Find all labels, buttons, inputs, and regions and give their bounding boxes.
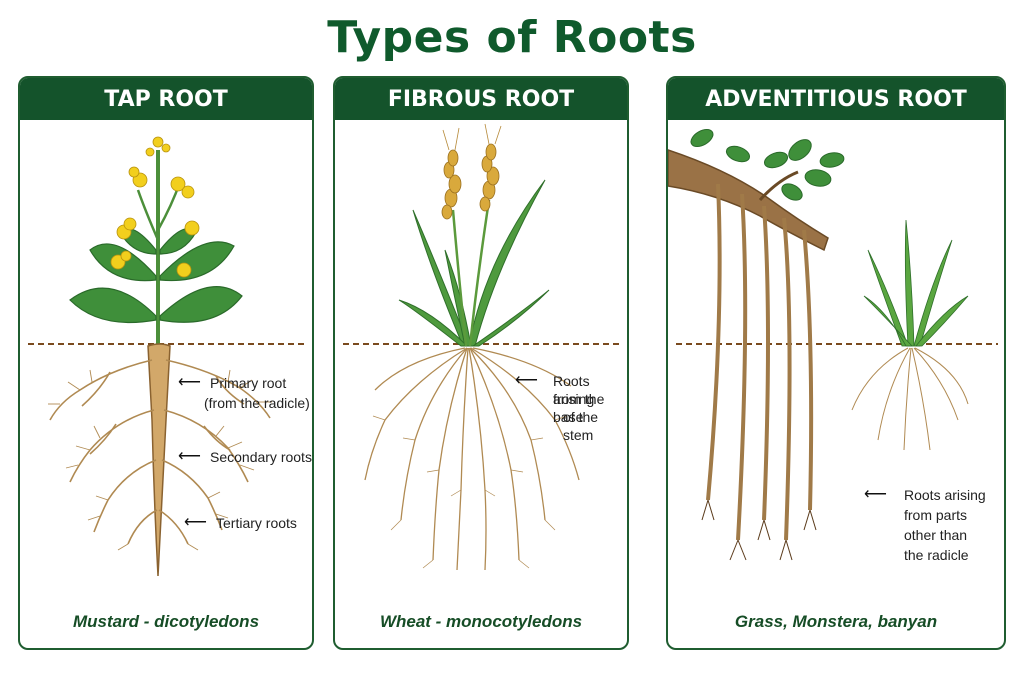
tertiary-roots (48, 369, 272, 551)
page-title: Types of Roots (327, 12, 697, 63)
label-roots-arising: Roots arising (553, 373, 595, 407)
grass-roots (851, 347, 969, 451)
arrow-icon: ⟵ (515, 372, 538, 389)
arrow-icon: ⟵ (178, 374, 201, 391)
label-the-radicle: the radicle (904, 547, 969, 563)
arrow-icon: ⟵ (178, 448, 201, 465)
label-other-than: other than (904, 527, 968, 543)
adventitious-root-panel: ADVENTITIOUS ROOT (666, 76, 1006, 650)
label-primary-root: Primary root (210, 375, 287, 391)
grass-blades (863, 219, 969, 347)
wheat-ears (441, 143, 500, 220)
prop-roots (706, 183, 814, 541)
fibrous-root-panel: FIBROUS ROOT (333, 76, 629, 650)
mustard-plant-illustration (28, 136, 306, 577)
fibrous-root-header: FIBROUS ROOT (335, 78, 627, 120)
adventitious-root-header: ADVENTITIOUS ROOT (668, 78, 1004, 120)
label-roots-arising: Roots arising (904, 487, 986, 503)
label-tertiary-roots: Tertiary roots (216, 515, 297, 531)
branch-leaves (690, 128, 845, 201)
branch (668, 149, 829, 252)
root-tips (701, 499, 817, 561)
label-of-the-stem: of the stem (563, 409, 599, 443)
arrow-icon: ⟵ (864, 486, 887, 503)
label-secondary-roots: Secondary roots (210, 449, 312, 465)
tap-root-caption: Mustard - dicotyledons (72, 612, 260, 631)
secondary-roots (49, 359, 271, 545)
label-from-the-base: from the base (553, 391, 605, 425)
label-from-radicle: (from the radicle) (204, 395, 310, 411)
primary-root (147, 343, 171, 577)
fibrous-root-caption: Wheat - monocotyledons (379, 612, 583, 631)
tap-root-panel: TAP ROOT (18, 76, 314, 650)
banyan-and-grass-illustration (668, 128, 998, 561)
arrow-icon: ⟵ (184, 514, 207, 531)
adventitious-root-caption: Grass, Monstera, banyan (734, 612, 938, 631)
flowers (110, 136, 200, 278)
fibrous-roots (364, 347, 580, 571)
label-from-parts: from parts (904, 507, 968, 523)
tap-root-header: TAP ROOT (20, 78, 312, 120)
wheat-plant-illustration (343, 123, 621, 571)
